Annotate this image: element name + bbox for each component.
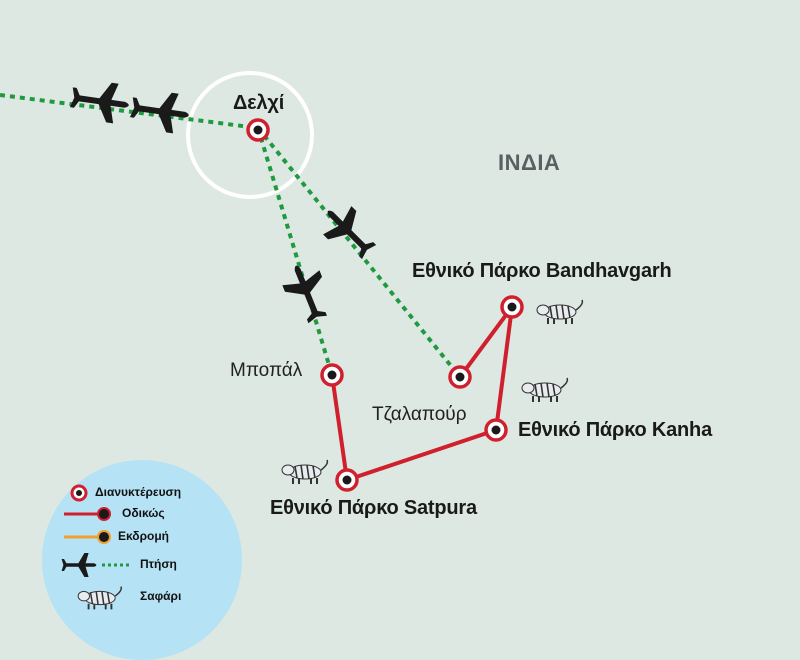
place-label-jabalpur: Τζαλαπούρ [372, 404, 467, 425]
flight-routes [0, 93, 462, 379]
flight-route-incoming [0, 93, 259, 130]
map-legend: Διανυκτέρευση Οδικώς Εκδρομή Πτήση Σαφάρ… [42, 460, 242, 660]
airplane-icon [277, 258, 337, 328]
legend-overnight-icon [70, 484, 88, 502]
stop-marker-icon [448, 365, 472, 389]
place-label-satpura: Εθνικό Πάρκο Satpura [270, 497, 477, 519]
legend-road-label: Οδικώς [122, 506, 165, 520]
legend-flight-icon [61, 553, 132, 577]
stop-marker-icon [484, 418, 508, 442]
airplane-icon [128, 87, 192, 136]
tiger-icon [521, 377, 569, 403]
country-label: ΙΝΔΙΑ [498, 150, 561, 175]
place-label-kanha: Εθνικό Πάρκο Kanha [518, 419, 712, 441]
legend-road-icon [64, 507, 111, 521]
place-label-bhopal: Μποπάλ [230, 360, 303, 381]
airplane-icon [68, 77, 132, 126]
flight-route-delhi-bhopal [256, 127, 334, 376]
legend-flight-label: Πτήση [140, 557, 177, 571]
stop-marker-icon [246, 118, 270, 142]
stop-marker-icon [500, 295, 524, 319]
tiger-icon [536, 299, 584, 325]
place-label-bandhavgarh: Εθνικό Πάρκο Bandhavgarh [412, 260, 672, 282]
legend-overnight-label: Διανυκτέρευση [95, 485, 182, 499]
tiger-icon [281, 459, 329, 485]
stop-marker-icon [320, 363, 344, 387]
legend-excursion-icon [64, 530, 111, 544]
legend-safari-label: Σαφάρι [140, 589, 182, 603]
legend-tiger-icon [77, 585, 123, 611]
delhi-highlight-circle [186, 71, 314, 199]
stop-marker-icon [335, 468, 359, 492]
flight-route-delhi-jabalpur [256, 126, 462, 379]
place-label-delhi: Δελχί [233, 92, 285, 114]
legend-symbols [61, 484, 132, 611]
legend-excursion-label: Εκδρομή [118, 529, 169, 543]
